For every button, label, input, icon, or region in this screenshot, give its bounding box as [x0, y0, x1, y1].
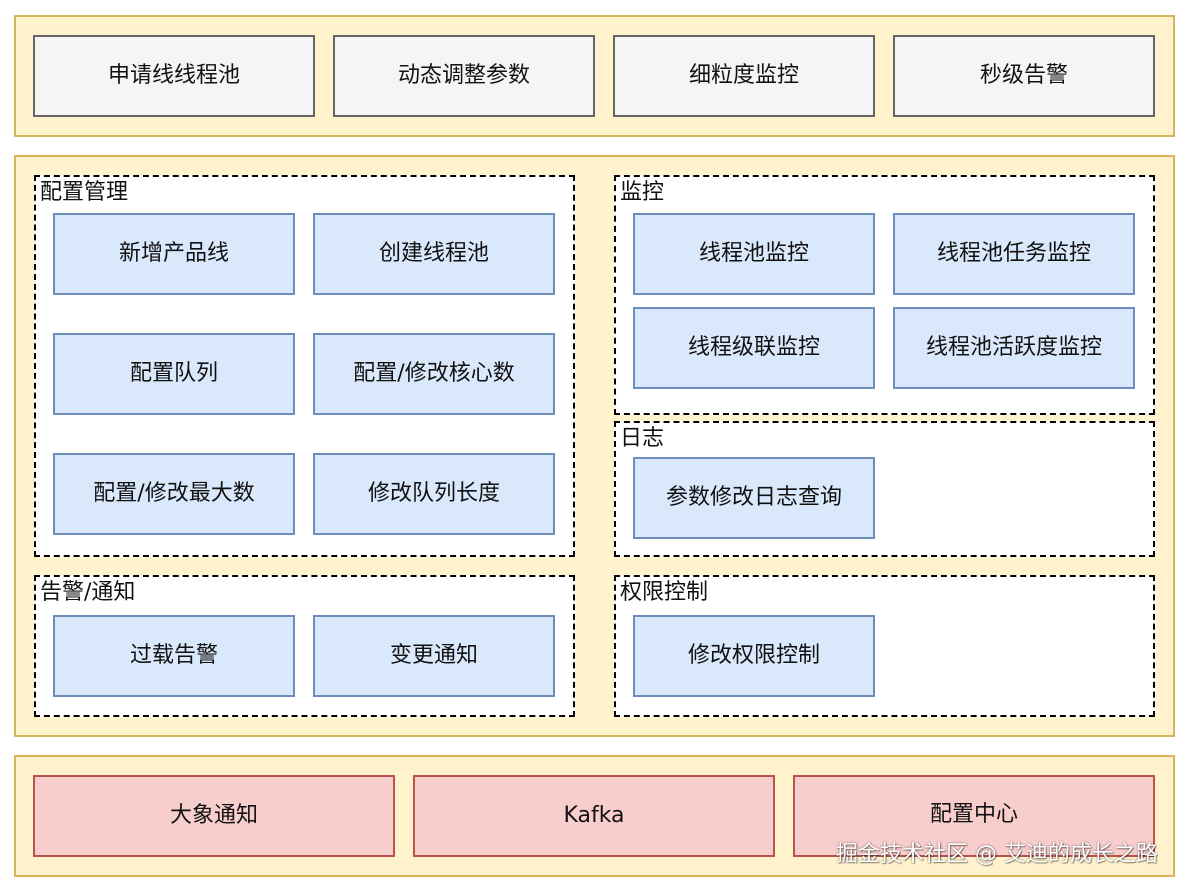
watermark-text: 掘金技术社区 @ 艾迪的成长之路 [836, 842, 1158, 867]
auth-group-title: 权限控制 [620, 580, 709, 605]
thread-cascade-monitor-box: 线程级联监控 [633, 307, 875, 389]
overload-alert-box: 过载告警 [53, 615, 295, 697]
param-change-log-query-box: 参数修改日志查询 [633, 457, 875, 539]
kafka-box: Kafka [413, 775, 775, 857]
thread-pool-activity-monitor-box: 线程池活跃度监控 [893, 307, 1135, 389]
create-thread-pool-box: 创建线程池 [313, 213, 555, 295]
log-group-title: 日志 [620, 426, 665, 451]
modify-queue-length-box: 修改队列长度 [313, 453, 555, 535]
apply-thread-pool-box: 申请线线程池 [33, 35, 315, 117]
config-queue-box: 配置队列 [53, 333, 295, 415]
dynamic-params-box: 动态调整参数 [333, 35, 595, 117]
config-max-size-box: 配置/修改最大数 [53, 453, 295, 535]
fine-grained-monitor-box: 细粒度监控 [613, 35, 875, 117]
change-notice-box: 变更通知 [313, 615, 555, 697]
alert-group-title: 告警/通知 [40, 580, 136, 605]
add-product-line-box: 新增产品线 [53, 213, 295, 295]
thread-pool-task-monitor-box: 线程池任务监控 [893, 213, 1135, 295]
second-level-alert-box: 秒级告警 [893, 35, 1155, 117]
elephant-notice-box: 大象通知 [33, 775, 395, 857]
config-group-title: 配置管理 [40, 180, 129, 205]
config-core-size-box: 配置/修改核心数 [313, 333, 555, 415]
config-center-box: 配置中心 [793, 775, 1155, 857]
thread-pool-monitor-box: 线程池监控 [633, 213, 875, 295]
modify-permission-control-box: 修改权限控制 [633, 615, 875, 697]
monitor-group-title: 监控 [620, 180, 665, 205]
